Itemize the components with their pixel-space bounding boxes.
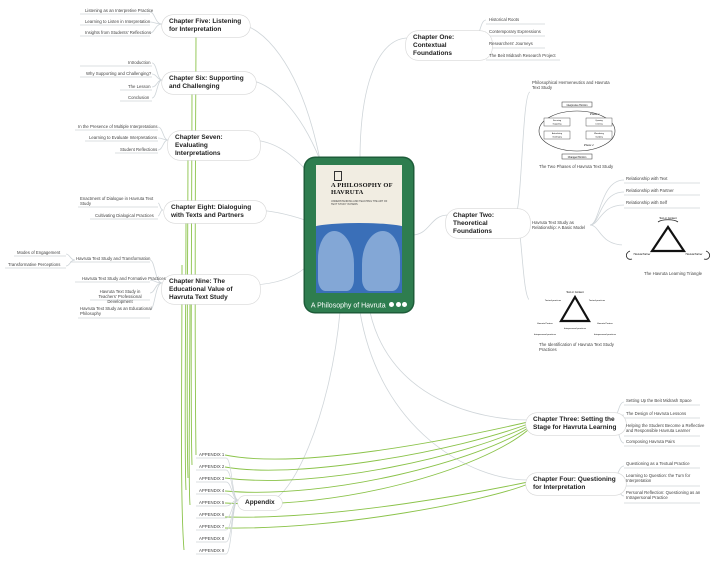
connector-ch1 bbox=[359, 37, 409, 161]
connector-ch2 bbox=[411, 214, 449, 236]
subtopic-the-lesson[interactable]: The Lesson bbox=[128, 84, 151, 89]
fig1-label: Challenging bbox=[552, 137, 562, 139]
subtopic-transformation[interactable]: Havruta Text Study and Transformation bbox=[76, 256, 151, 261]
topic-chapter-six[interactable]: Chapter Six: Supporting and Challenging bbox=[162, 72, 256, 94]
subtopic-historical-roots[interactable]: Historical Roots bbox=[489, 17, 520, 22]
book-cover-title: A PHILOSOPHY OF HAVRUTA bbox=[331, 182, 393, 196]
subtopic-dialogical-practices[interactable]: Cultivating Dialogical Practices bbox=[95, 213, 154, 218]
fig3-label: Interpersonal practices bbox=[564, 327, 587, 330]
subtopic-appendix-9[interactable]: APPENDIX 9 bbox=[199, 548, 225, 553]
subtopic-appendix-7[interactable]: APPENDIX 7 bbox=[199, 524, 225, 529]
subtopic-appendix-3[interactable]: APPENDIX 3 bbox=[199, 476, 225, 481]
subtopic-educational-philosophy[interactable]: Havruta Text Study as an Educational Phi… bbox=[80, 306, 152, 317]
subtopic-evaluate-interpretations[interactable]: Learning to Evaluate Interpretations bbox=[89, 135, 158, 140]
fig1-label: Opening bbox=[595, 120, 603, 122]
topic-chapter-seven[interactable]: Chapter Seven: Evaluating Interpretation… bbox=[168, 131, 260, 161]
subtopic-learning-to-listen[interactable]: Learning to Listen in Interpretation bbox=[85, 19, 151, 24]
subtopic-conclusion[interactable]: Conclusion bbox=[128, 95, 150, 100]
subtopic-contemporary-expressions[interactable]: Contemporary Expressions bbox=[489, 29, 541, 34]
book-cover-image: A PHILOSOPHY OF HAVRUTA UNDERSTANDING AN… bbox=[316, 165, 402, 293]
topic-appendix[interactable]: Appendix bbox=[238, 496, 282, 510]
subtopic-formative-practices[interactable]: Havruta Text Study and Formative Practic… bbox=[82, 276, 166, 281]
topic-chapter-two[interactable]: Chapter Two: Theoretical Foundations bbox=[446, 209, 530, 239]
subtopic-appendix-6[interactable]: APPENDIX 6 bbox=[199, 512, 225, 517]
caption-practices-identification: The Identification of Havruta Text Study… bbox=[539, 342, 614, 353]
fig1-label: Clarifying bbox=[595, 137, 603, 139]
subtopic-appendix-5[interactable]: APPENDIX 5 bbox=[199, 500, 225, 505]
subtopic-relationship-text[interactable]: Relationship with Text bbox=[626, 176, 668, 181]
fig1-label: Listening bbox=[595, 123, 602, 126]
subtopic-relationship-partner[interactable]: Relationship with Partner bbox=[626, 188, 674, 193]
subtopic-lesson-design[interactable]: The Design of Havruta Lessons bbox=[626, 411, 687, 416]
right-profile-silhouette bbox=[362, 231, 400, 291]
subtopic-personal-reflection[interactable]: Personal Reflection: Questioning as an I… bbox=[626, 490, 701, 501]
subtopic-appendix-1[interactable]: APPENDIX 1 bbox=[199, 452, 225, 457]
fig2-label: Havruta Partner bbox=[634, 253, 651, 256]
book-cover-subtitle: UNDERSTANDING AND TEACHING THE ART OF TE… bbox=[331, 200, 388, 206]
more-options-icon[interactable] bbox=[388, 301, 408, 309]
learning-triangle-figure: Text or Content Havruta Partner Havruta … bbox=[622, 213, 714, 269]
subtopic-modes-of-engagement[interactable]: Modes of Engagement bbox=[17, 250, 61, 255]
fig1-label: Supporting bbox=[553, 123, 562, 126]
fig3-label: Intrapersonal practices bbox=[534, 333, 557, 336]
topic-chapter-three[interactable]: Chapter Three: Setting the Stage for Hav… bbox=[526, 413, 626, 435]
caption-learning-triangle: The Havruta Learning Triangle bbox=[644, 271, 703, 276]
connector-appendix bbox=[269, 311, 341, 501]
subtopic-students-reflections[interactable]: Insights from Students' Reflections bbox=[85, 30, 152, 35]
fig1-label: Focusing bbox=[553, 120, 561, 122]
subtopic-beit-midrash-project[interactable]: The Beit Midrash Research Project bbox=[489, 53, 556, 58]
fig1-label: Changed Horizon bbox=[568, 156, 587, 159]
topic-chapter-nine[interactable]: Chapter Nine: The Educational Value of H… bbox=[162, 275, 260, 305]
subtopic-questioning-textual[interactable]: Questioning as a Textual Practice bbox=[626, 461, 690, 466]
topic-chapter-four[interactable]: Chapter Four: Questioning for Interpreta… bbox=[526, 473, 626, 495]
subtopic-transformative-perceptions[interactable]: Transformative Perceptions bbox=[8, 262, 61, 267]
fig3-label: Textual practices bbox=[545, 299, 562, 302]
central-topic[interactable]: A PHILOSOPHY OF HAVRUTA UNDERSTANDING AN… bbox=[305, 158, 413, 312]
subtopic-multiple-interpretations[interactable]: In the Presence of Multiple Interpretati… bbox=[78, 124, 158, 129]
subtopic-student-reflections[interactable]: Student Reflections bbox=[120, 147, 158, 152]
caption-two-phases: The Two Phases of Havruta Text Study bbox=[539, 164, 614, 169]
two-phases-figure: Interpretive Horizon Phase 1 Phase 2 Foc… bbox=[532, 99, 622, 161]
topic-chapter-one[interactable]: Chapter One: Contextual Foundations bbox=[406, 31, 492, 61]
topic-chapter-eight[interactable]: Chapter Eight: Dialoguing with Texts and… bbox=[164, 201, 266, 223]
fig3-label: Text or Content bbox=[566, 290, 584, 294]
connector-ch3 bbox=[369, 311, 529, 421]
fig3-label: Textual practices bbox=[589, 299, 606, 302]
fig1-label: Interpretive Horizon bbox=[567, 104, 589, 107]
central-topic-label: A Philosophy of Havruta bbox=[310, 302, 386, 309]
fig1-label: Wondering bbox=[594, 133, 604, 135]
left-profile-silhouette bbox=[318, 231, 354, 291]
subtopic-introduction[interactable]: Introduction bbox=[128, 60, 151, 65]
subtopic-appendix-2[interactable]: APPENDIX 2 bbox=[199, 464, 225, 469]
fig1-label: Phase 1 bbox=[589, 112, 600, 116]
subtopic-professional-development[interactable]: Havruta Text Study in Teachers' Professi… bbox=[98, 289, 142, 305]
topic-chapter-five[interactable]: Chapter Five: Listening for Interpretati… bbox=[162, 15, 250, 37]
subtopic-researchers-journeys[interactable]: Researchers' Journeys bbox=[489, 41, 533, 46]
publisher-logo bbox=[334, 171, 342, 181]
fig2-label: Havruta Partner bbox=[686, 253, 703, 256]
fig3-label: Intrapersonal practices bbox=[594, 333, 617, 336]
fig1-label: Phase 2 bbox=[583, 143, 594, 147]
practices-identification-figure: Text or Content Textual practices Textua… bbox=[529, 287, 621, 339]
subtopic-reflective-learner[interactable]: Helping the Student Become a Reflective … bbox=[626, 423, 705, 434]
subtopic-why-supporting[interactable]: Why Supporting and Challenging? bbox=[86, 71, 152, 76]
fig3-label: Havruta Partner bbox=[537, 322, 553, 325]
subtopic-appendix-8[interactable]: APPENDIX 8 bbox=[199, 536, 225, 541]
subtopic-learning-to-question[interactable]: Learning to Question: the Turn for Inter… bbox=[626, 473, 691, 484]
fig2-label: Text or Content bbox=[659, 216, 677, 220]
central-topic-title: A Philosophy of Havruta bbox=[305, 301, 413, 309]
fig3-label: Havruta Partner bbox=[597, 322, 613, 325]
subtopic-composing-pairs[interactable]: Composing Havruta Pairs bbox=[626, 439, 675, 444]
subtopic-appendix-4[interactable]: APPENDIX 4 bbox=[199, 488, 225, 493]
fig1-label: Articulating bbox=[552, 132, 562, 135]
subtopic-relationship-self[interactable]: Relationship with Self bbox=[626, 200, 668, 205]
subtopic-enactment-of-dialogue[interactable]: Enactment of Dialogue in Havruta Text St… bbox=[80, 196, 154, 207]
subtopic-basic-model[interactable]: Havruta Text Study as Relationship: A Ba… bbox=[532, 220, 586, 231]
connector-ch4 bbox=[359, 311, 529, 481]
subtopic-listening-practice[interactable]: Listening as an Interpretive Practice bbox=[85, 8, 154, 13]
subtopic-philosophical-hermeneutics[interactable]: Philosophical Hermeneutics and Havruta T… bbox=[532, 80, 610, 91]
subtopic-beit-midrash-space[interactable]: Setting Up the Beit Midrash Space bbox=[626, 398, 692, 403]
